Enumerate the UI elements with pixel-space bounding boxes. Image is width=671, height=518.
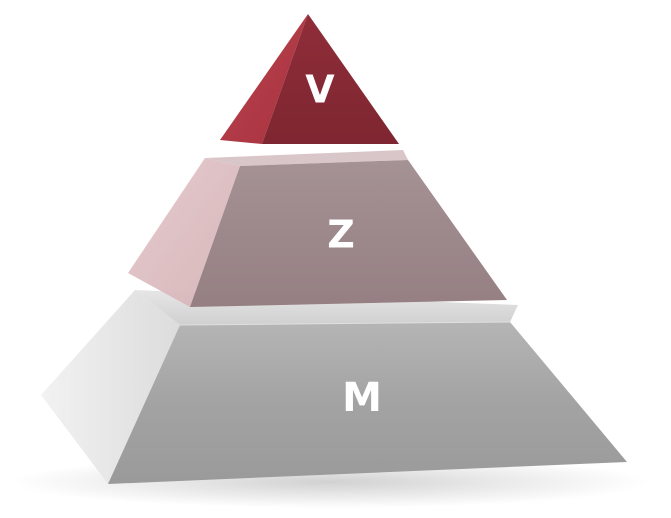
tier-bottom: M	[41, 290, 627, 484]
tier-top-left-face	[220, 14, 308, 144]
tier-middle: Z	[128, 150, 507, 307]
tier-middle-left-face	[128, 158, 240, 307]
tier-bottom-label: M	[342, 375, 382, 421]
tier-middle-top-face	[205, 150, 408, 166]
tier-top: V	[220, 14, 399, 144]
tier-middle-label: Z	[327, 213, 355, 257]
tier-middle-front-face	[190, 160, 507, 307]
tier-top-label: V	[305, 68, 335, 112]
tier-bottom-front-face	[108, 322, 627, 484]
tier-top-front-face	[262, 14, 399, 144]
tier-bottom-edge	[179, 321, 511, 326]
tier-bottom-left-face	[41, 290, 180, 484]
